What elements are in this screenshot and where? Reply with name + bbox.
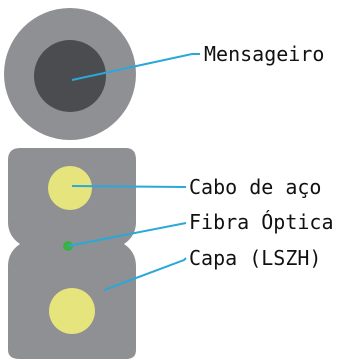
steel-wire-lower bbox=[49, 288, 95, 334]
leader-line-messenger bbox=[71, 53, 200, 81]
leader-line-steel-wire bbox=[71, 185, 187, 188]
label-steel-wire: Cabo de aço bbox=[189, 175, 322, 199]
fiber-unit-jacket bbox=[8, 148, 136, 359]
label-messenger: Mensageiro bbox=[204, 42, 325, 66]
label-jacket: Capa (LSZH) bbox=[189, 246, 322, 270]
steel-wire-upper bbox=[48, 166, 92, 210]
messenger-core bbox=[34, 40, 106, 112]
leader-line-optical-fiber bbox=[67, 222, 187, 247]
label-optical-fiber: Fibra Óptica bbox=[189, 210, 334, 234]
leader-line-jacket bbox=[103, 257, 187, 291]
